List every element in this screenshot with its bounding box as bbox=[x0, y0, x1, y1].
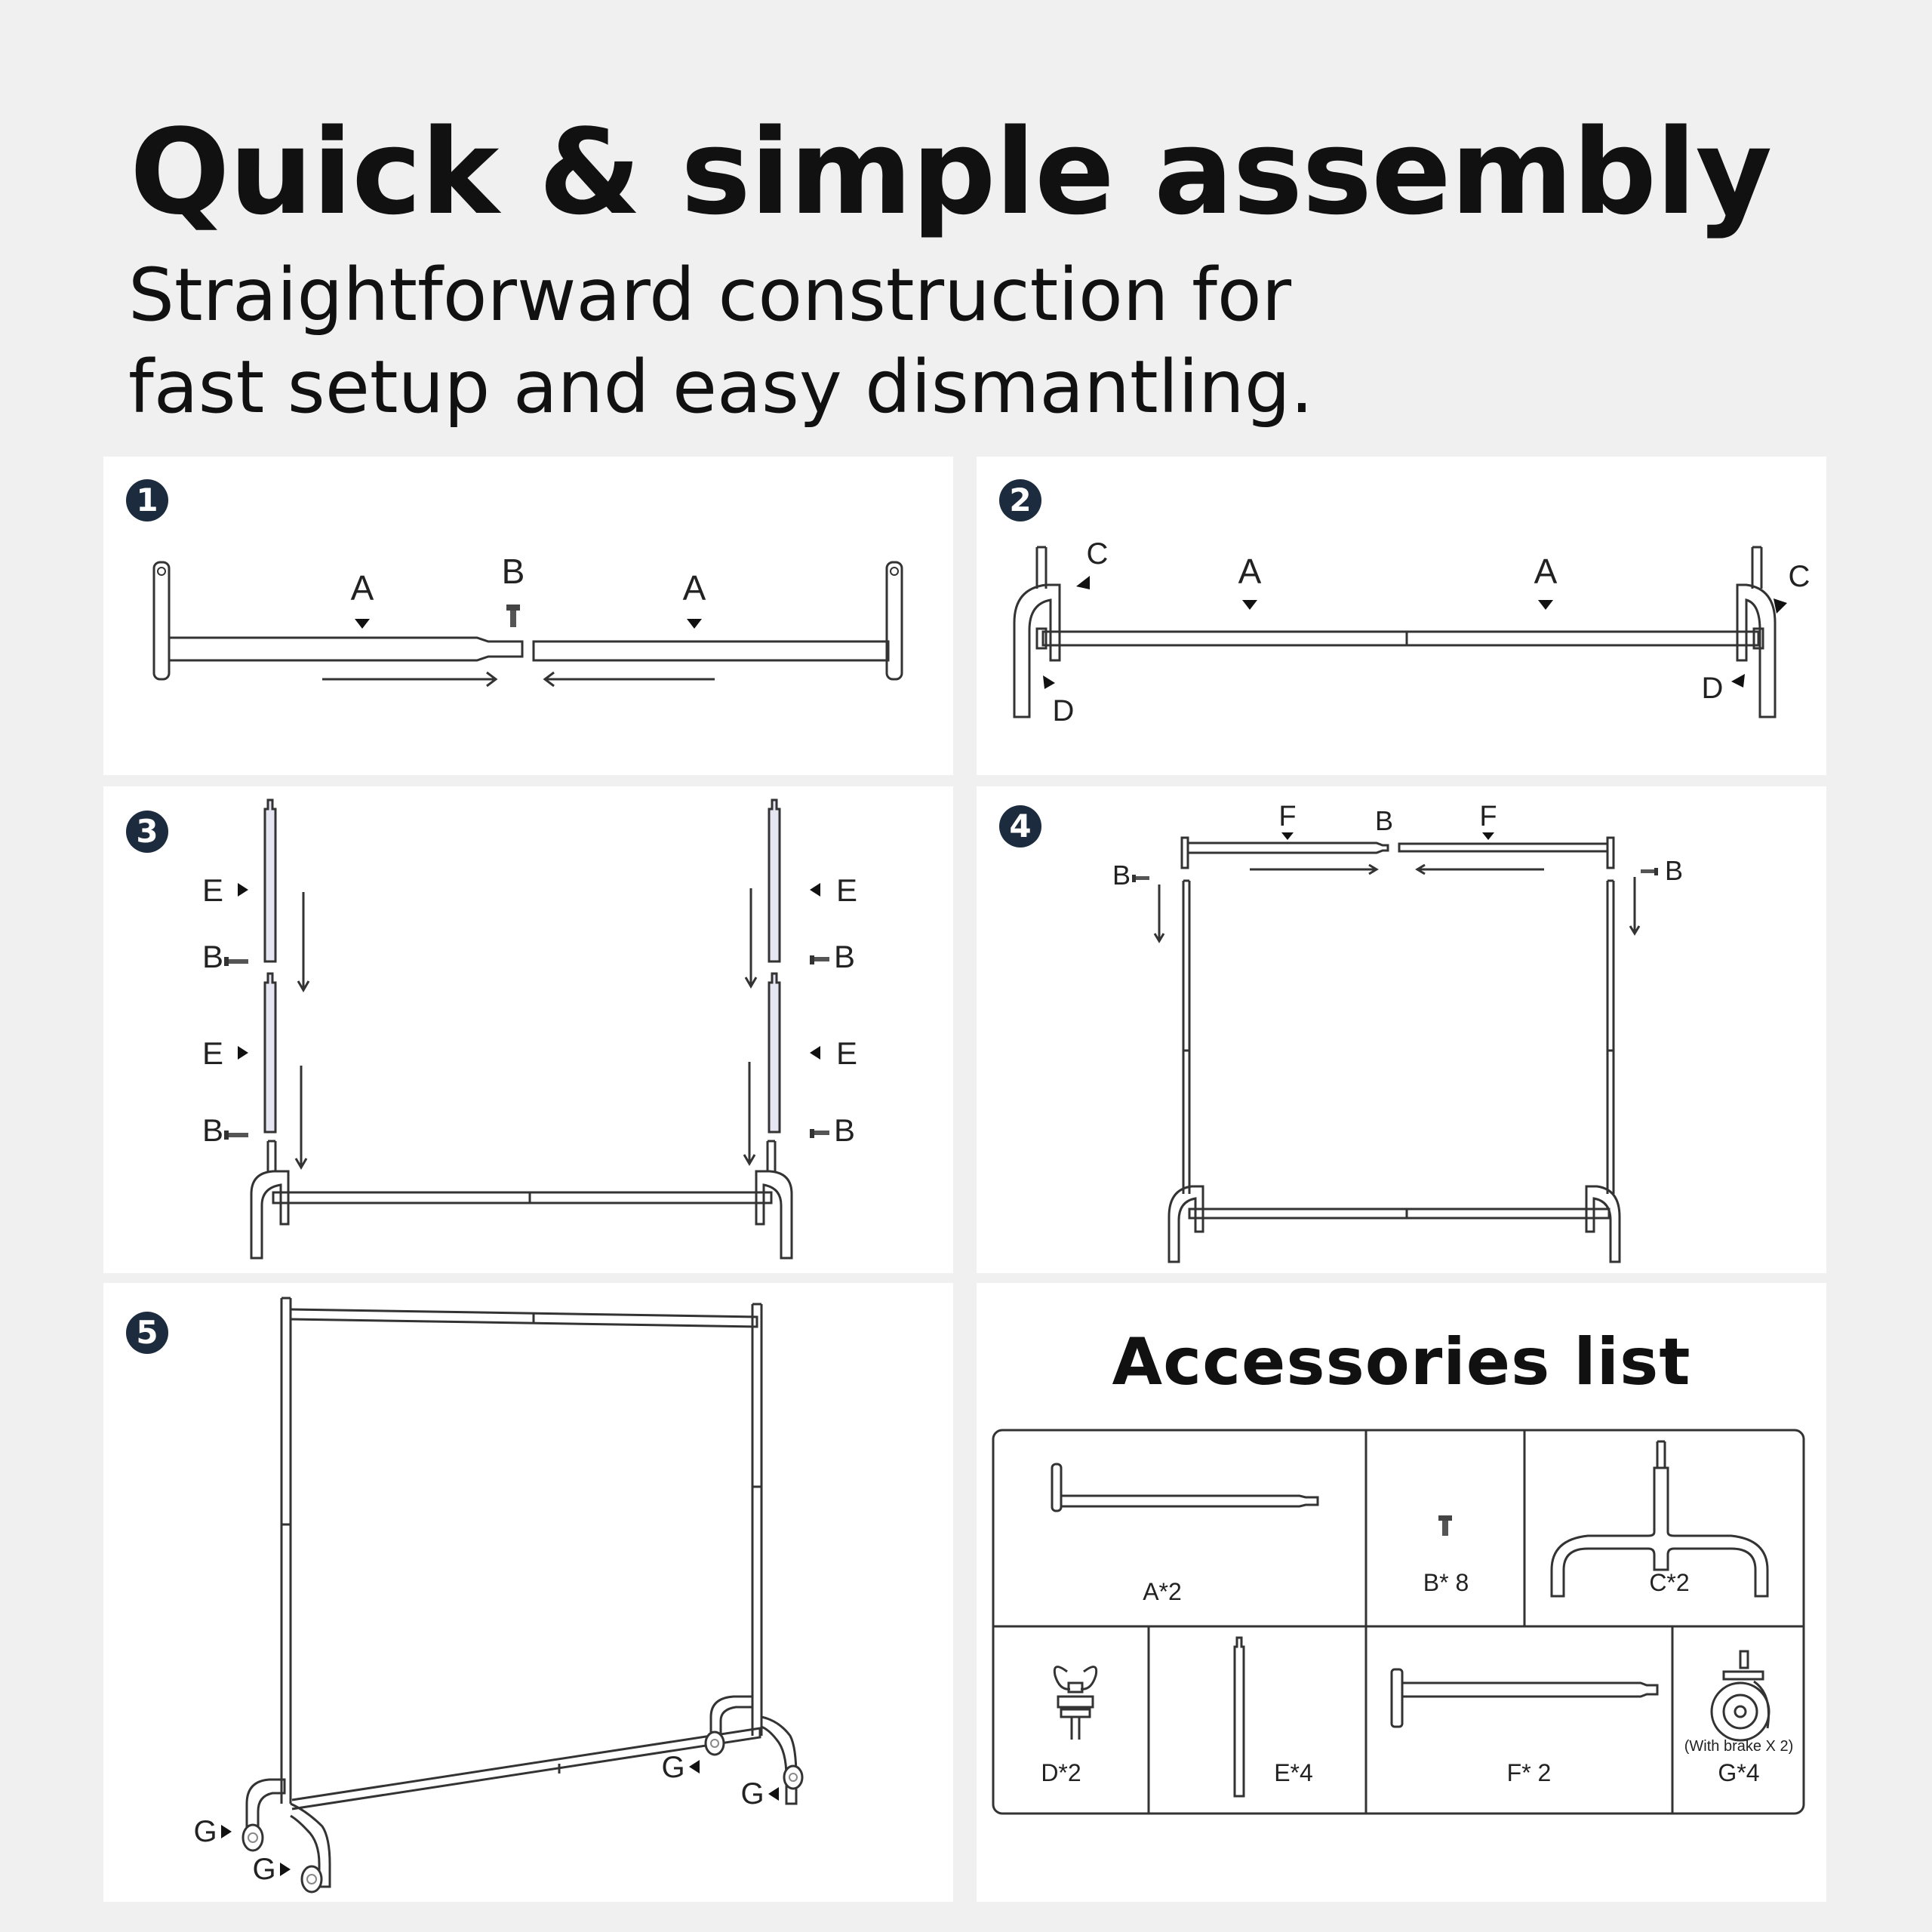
step-1-label-a-left: A bbox=[351, 568, 374, 608]
step-2-badge: 2 bbox=[999, 479, 1041, 521]
step-3-badge: 3 bbox=[126, 811, 168, 853]
step-1-label-b: B bbox=[502, 552, 525, 591]
accessory-c-label: C*2 bbox=[1649, 1569, 1689, 1596]
accessories-table: A*2 B* 8 C*2 D*2 E*4 F* 2 bbox=[992, 1429, 1805, 1815]
step-4-label-b-top: B bbox=[1375, 805, 1393, 836]
step-4-panel: 4 F B F B B bbox=[977, 786, 1826, 1273]
step-5-label-g-3: G bbox=[661, 1751, 685, 1784]
step-3-label-e-4: E bbox=[836, 1035, 857, 1071]
step-2-label-c-right: C bbox=[1789, 560, 1810, 593]
step-2-label-c-left: C bbox=[1087, 537, 1109, 571]
step-1-diagram: A B A bbox=[152, 552, 903, 688]
step-3-label-e-2: E bbox=[202, 1035, 223, 1071]
step-5-label-g-2: G bbox=[252, 1853, 275, 1886]
step-1-badge: 1 bbox=[126, 479, 168, 521]
step-3-label-e-3: E bbox=[836, 872, 857, 908]
subtitle-line-2: fast setup and easy dismantling. bbox=[128, 345, 1314, 429]
accessory-g-note: (With brake X 2) bbox=[1684, 1738, 1793, 1755]
step-4-label-f-left: F bbox=[1278, 801, 1296, 832]
accessory-a-label: A*2 bbox=[1143, 1578, 1182, 1605]
accessories-title: Accessories list bbox=[1112, 1324, 1691, 1400]
step-5-panel: 5 bbox=[103, 1283, 953, 1902]
accessory-g-label: G*4 bbox=[1718, 1759, 1759, 1786]
step-3-diagram: E B E B E B E B bbox=[202, 798, 857, 1260]
step-5-badge: 5 bbox=[126, 1312, 168, 1354]
step-1-panel: 1 A B A bbox=[103, 457, 953, 775]
step-3-label-b-1: B bbox=[202, 939, 223, 974]
step-4-label-b-right: B bbox=[1665, 855, 1683, 886]
step-4-label-b-left: B bbox=[1112, 860, 1131, 891]
step-5-label-g-4: G bbox=[740, 1777, 764, 1810]
page-subtitle: Straightforward construction for fast se… bbox=[128, 249, 1313, 433]
step-3-label-b-3: B bbox=[834, 939, 855, 974]
step-4-diagram: F B F B B bbox=[1112, 801, 1683, 1263]
page-title: Quick & simple assembly bbox=[130, 103, 1772, 241]
accessory-e-label: E*4 bbox=[1274, 1759, 1313, 1786]
step-1-label-a-right: A bbox=[683, 568, 706, 608]
step-4-label-f-right: F bbox=[1479, 801, 1497, 832]
accessory-d-label: D*2 bbox=[1041, 1759, 1081, 1786]
step-3-label-b-2: B bbox=[202, 1112, 223, 1148]
step-5-diagram: G G G G bbox=[193, 1297, 804, 1894]
step-5-label-g-1: G bbox=[193, 1815, 217, 1848]
accessory-f-label: F* 2 bbox=[1507, 1759, 1552, 1786]
accessories-panel: Accessories list A*2 B* 8 C*2 bbox=[977, 1283, 1826, 1902]
step-2-label-a-right: A bbox=[1534, 552, 1558, 591]
step-3-panel: 3 E B E B E bbox=[103, 786, 953, 1273]
step-2-label-d-right: D bbox=[1702, 672, 1724, 705]
step-2-label-d-left: D bbox=[1053, 694, 1075, 728]
step-2-panel: 2 C C A A D D bbox=[977, 457, 1826, 775]
step-2-diagram: C C A A D D bbox=[1013, 537, 1810, 728]
step-4-badge: 4 bbox=[999, 805, 1041, 848]
subtitle-line-1: Straightforward construction for bbox=[128, 253, 1292, 337]
step-2-label-a-left: A bbox=[1238, 552, 1262, 591]
step-3-label-b-4: B bbox=[834, 1112, 855, 1148]
accessory-b-label: B* 8 bbox=[1423, 1569, 1469, 1596]
step-3-label-e-1: E bbox=[202, 872, 223, 908]
